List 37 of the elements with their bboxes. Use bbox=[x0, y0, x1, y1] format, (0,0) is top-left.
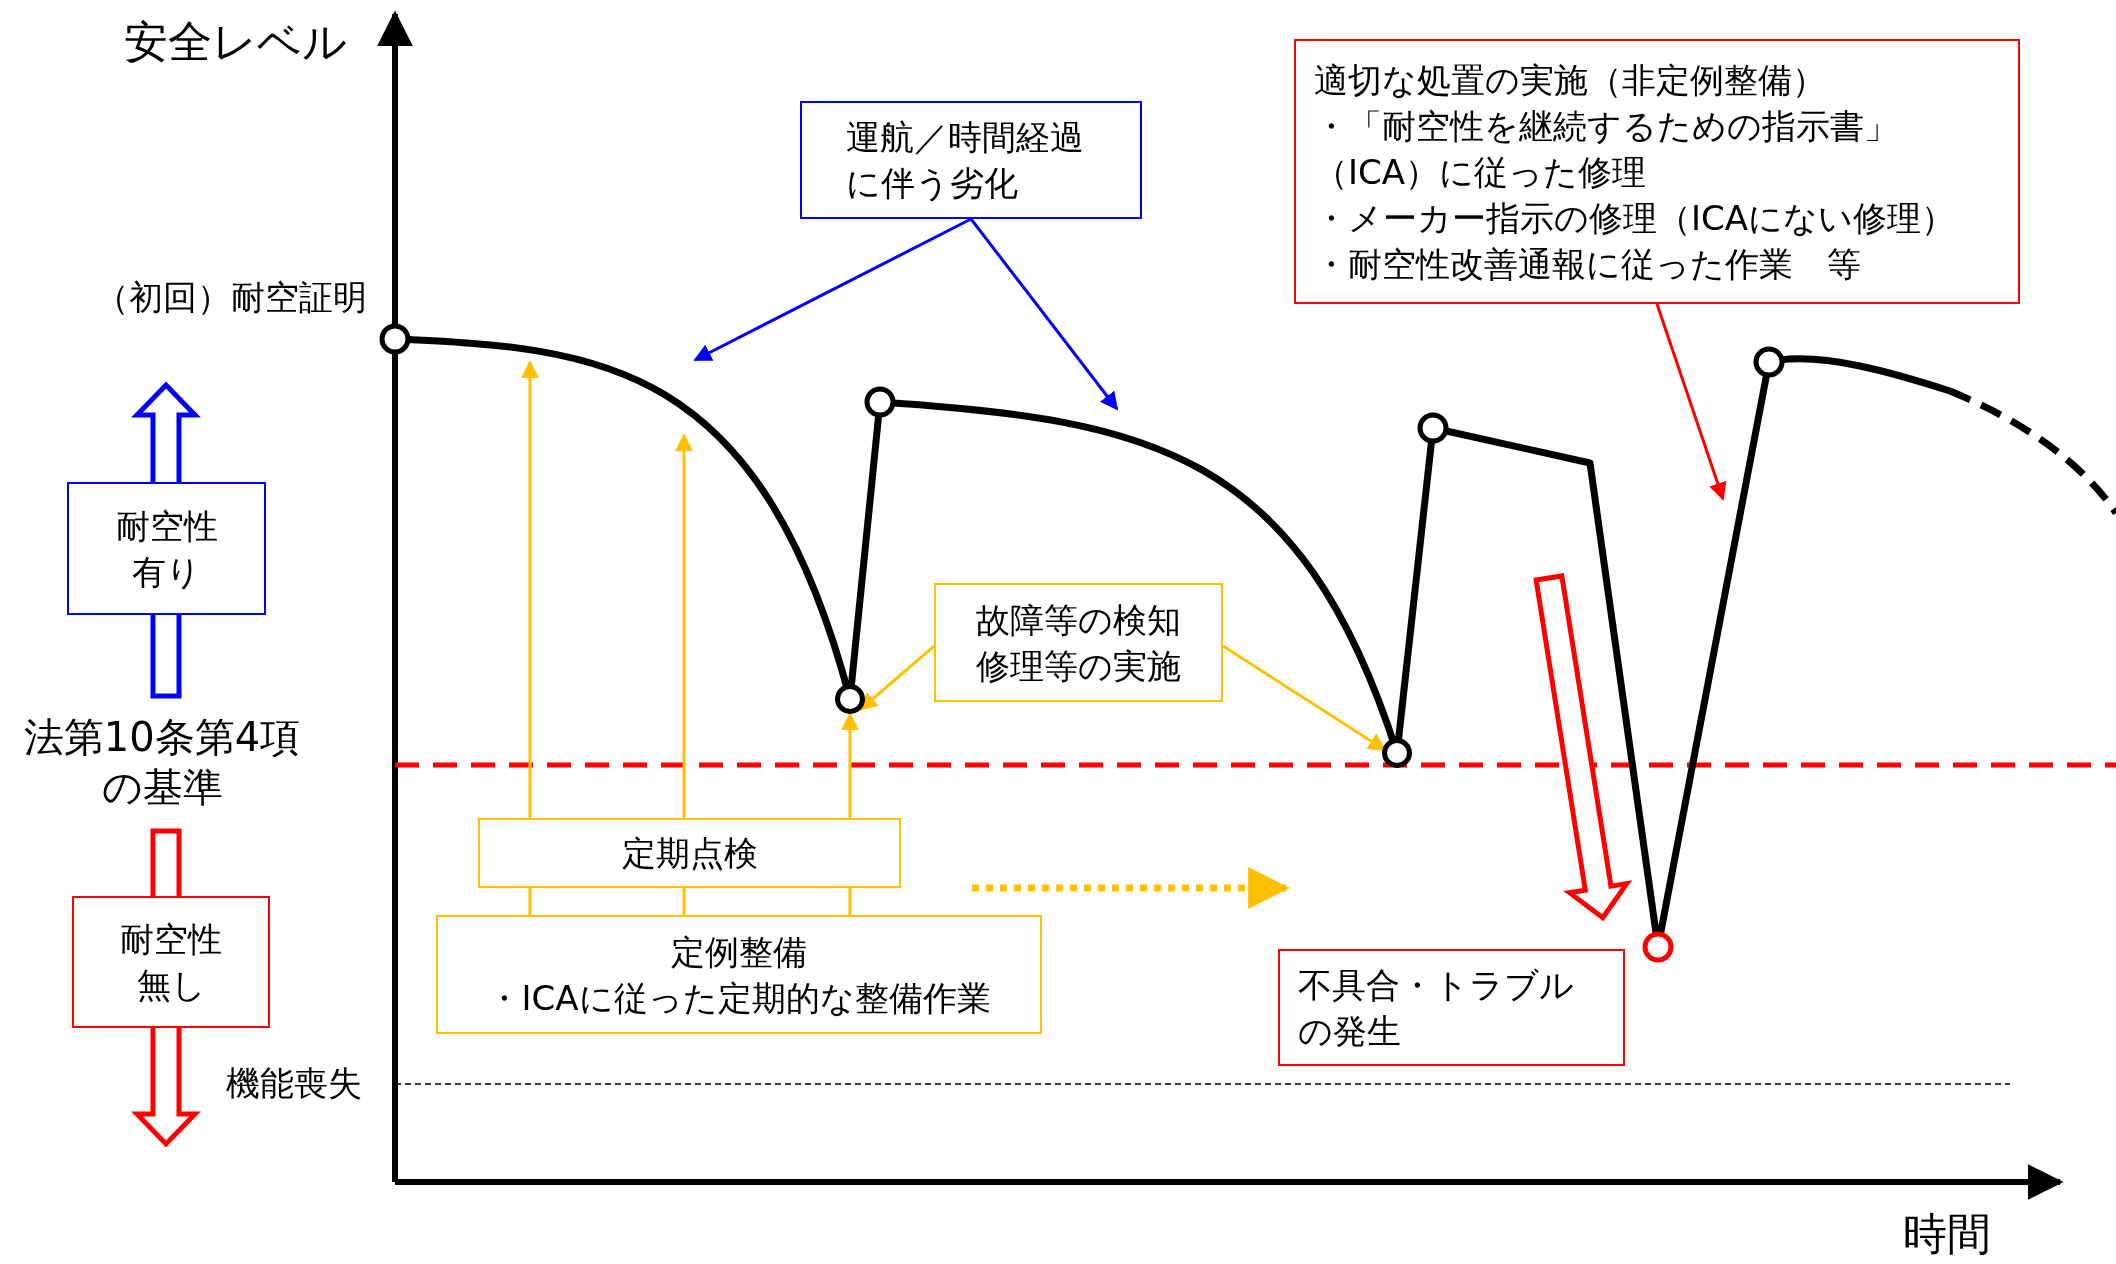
arrow bbox=[969, 218, 1119, 411]
callout-box bbox=[934, 583, 1223, 702]
box-text: ・耐空性改善通報に従った作業 等 bbox=[1314, 242, 1862, 286]
connector-line bbox=[528, 888, 532, 915]
arrow bbox=[521, 360, 539, 818]
box-text: ・ICAに従った定期的な整備作業 bbox=[486, 976, 992, 1020]
heading-text: 適切な処置の実施（非定例整備） bbox=[1314, 58, 1827, 102]
callout-box bbox=[436, 915, 1042, 1034]
box-text: 故障等の検知修理等の実施 bbox=[975, 598, 1182, 688]
arrow bbox=[1655, 303, 1727, 501]
axis-title: 安全レベル bbox=[124, 15, 347, 69]
callout-box bbox=[1278, 949, 1625, 1066]
box-text: ・「耐空性を継続するための指示書」（ICA）に従った修理 bbox=[1314, 104, 1899, 194]
arrow bbox=[859, 644, 935, 711]
box-text: 耐空性無し bbox=[119, 918, 223, 1007]
point-marker bbox=[835, 684, 865, 714]
arrow bbox=[693, 217, 972, 362]
status-box bbox=[67, 482, 266, 615]
level-label: （初回）耐空証明 bbox=[95, 276, 367, 319]
box-text: 定期点検 bbox=[620, 832, 759, 875]
connector-line bbox=[848, 888, 852, 915]
point-marker bbox=[1382, 738, 1412, 768]
axis-title: 時間 bbox=[1903, 1207, 1991, 1261]
threshold-label: 機能喪失 bbox=[226, 1062, 362, 1105]
arrow bbox=[841, 712, 859, 818]
connector-line bbox=[682, 888, 686, 915]
box-text: ・メーカー指示の修理（ICAにない修理） bbox=[1314, 196, 1957, 240]
threshold-label: 法第10条第4項の基準 bbox=[22, 713, 302, 812]
heading-text: 定例整備 bbox=[670, 930, 808, 974]
box-text: 運航／時間経過に伴う劣化 bbox=[846, 116, 1085, 205]
arrow bbox=[675, 433, 693, 818]
box-text: 耐空性有り bbox=[114, 504, 219, 594]
status-box bbox=[72, 896, 270, 1028]
callout-box bbox=[1294, 39, 2020, 304]
callout-box bbox=[800, 101, 1142, 219]
box-text: 不具合・トラブルの発生 bbox=[1298, 963, 1575, 1053]
callout-box bbox=[478, 818, 901, 888]
